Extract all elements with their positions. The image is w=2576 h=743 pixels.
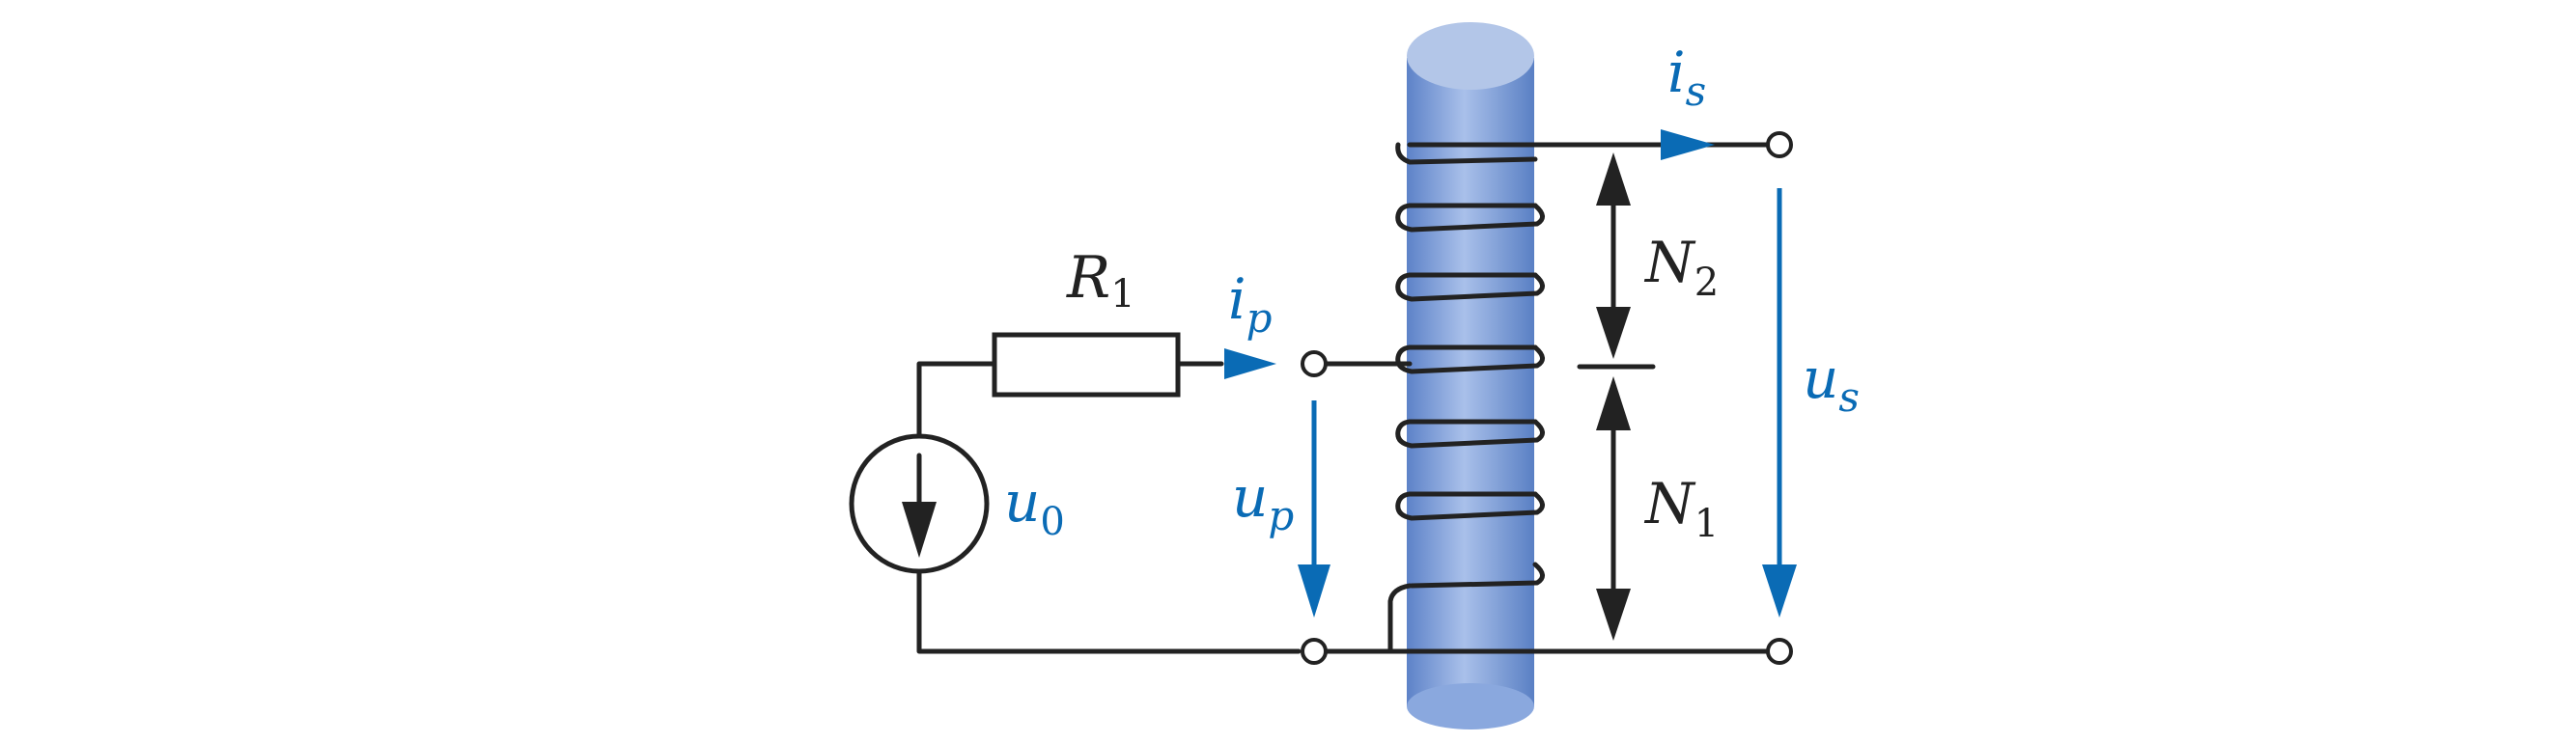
- wire-coil-bottom-lead: [1387, 583, 1413, 654]
- primary-voltage-arrow-head: [1298, 564, 1330, 618]
- core-top: [1407, 22, 1534, 90]
- coil-winding: [1395, 142, 1545, 589]
- resistor-r1: [992, 332, 1181, 398]
- secondary-voltage-arrow-head: [1762, 564, 1797, 618]
- source-arrow-head: [902, 502, 937, 558]
- label-u0: u0: [1004, 469, 1065, 544]
- label-us: us: [1803, 345, 1860, 421]
- terminals: [1301, 131, 1793, 665]
- n2-arrow-down: [1596, 307, 1631, 359]
- n2-arrow-up: [1596, 152, 1631, 206]
- core-bottom: [1407, 683, 1534, 729]
- label-n2: N2: [1643, 230, 1719, 305]
- n1-arrow-up: [1596, 376, 1631, 430]
- terminal-primary-bottom: [1301, 638, 1328, 665]
- measurement-arrows: [1224, 129, 1797, 618]
- wire-left-top: [916, 361, 997, 439]
- label-r1: R1: [1066, 244, 1135, 316]
- label-n1: N1: [1643, 471, 1719, 546]
- primary-current-arrow: [1224, 348, 1276, 379]
- voltage-source: [849, 433, 990, 574]
- terminal-secondary-top: [1766, 131, 1793, 158]
- label-is: is: [1667, 40, 1706, 115]
- terminal-primary-top: [1301, 350, 1328, 377]
- terminal-secondary-bottom: [1766, 638, 1793, 665]
- label-up: up: [1232, 464, 1294, 539]
- primary-circuit: [916, 142, 1770, 654]
- iron-core: [1407, 22, 1534, 729]
- label-ip: ip: [1228, 266, 1272, 342]
- core-body: [1407, 58, 1534, 706]
- turns-dimension: [1577, 152, 1656, 641]
- secondary-current-arrow: [1661, 129, 1715, 160]
- n1-arrow-down: [1596, 589, 1631, 641]
- wire-left-bottom: [916, 568, 1302, 654]
